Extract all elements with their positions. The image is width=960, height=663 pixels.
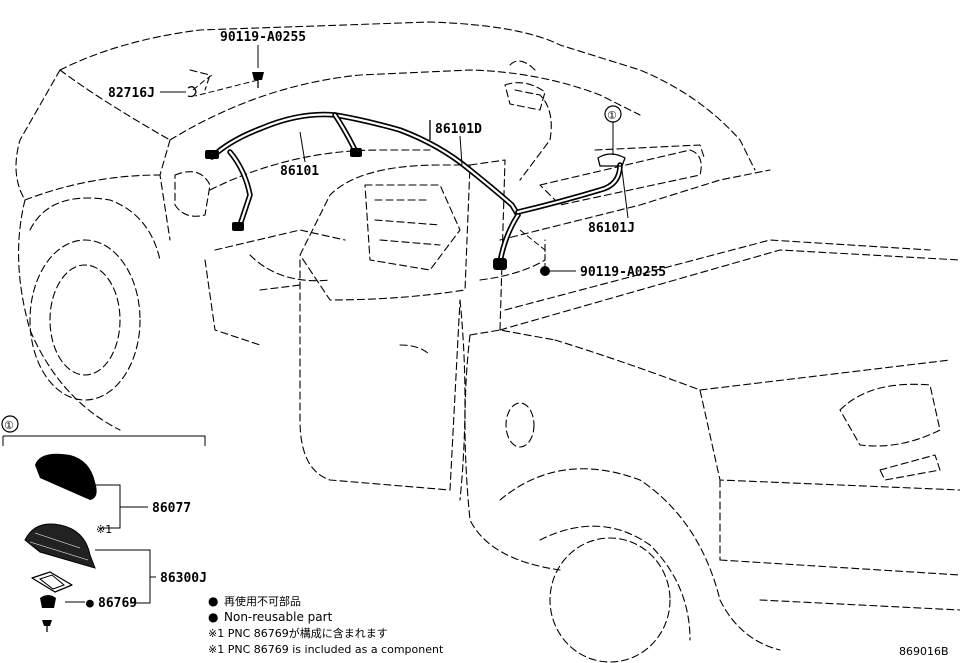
- label-cover-note: ※1: [96, 523, 112, 536]
- callout-marker: ①: [604, 105, 622, 123]
- label-cover: 86077: [152, 501, 191, 516]
- vehicle-outline: [15, 21, 960, 663]
- antenna-cover-icon: [35, 453, 97, 500]
- detail-inset: ① 86077 ※1 86300J ● 86769: [1, 415, 207, 632]
- diagram-code: 869016B: [899, 645, 949, 658]
- legend: ● 再使用不可部品 ● Non-reusable part ※1 PNC 867…: [208, 594, 444, 656]
- leader-lines: [160, 45, 629, 272]
- label-bolt-top: 90119-A0255: [220, 30, 306, 45]
- callout-marker-text: ①: [607, 109, 617, 122]
- label-harness-j: 86101J: [588, 221, 635, 236]
- label-clip: 82716J: [108, 86, 155, 101]
- screw-icon: [42, 620, 52, 626]
- legend-en-nonreusable: Non-reusable part: [224, 610, 333, 624]
- label-gasket: 86769: [98, 596, 137, 611]
- legend-jp-nonreusable: 再使用不可部品: [224, 594, 301, 608]
- nut-icon: [40, 595, 56, 608]
- legend-en-note: ※1 PNC 86769 is included as a component: [208, 643, 444, 656]
- label-bolt-right: 90119-A0255: [580, 265, 666, 280]
- label-gasket-mark: ●: [86, 596, 94, 611]
- label-antenna: 86300J: [160, 571, 207, 586]
- gasket-icon: [31, 571, 73, 593]
- antenna-wire-harness: [205, 111, 626, 270]
- bolt-right-icon: [540, 266, 550, 276]
- clip-icon: [187, 86, 197, 98]
- legend-jp-note: ※1 PNC 86769が構成に含まれます: [208, 626, 388, 640]
- antenna-base-icon: [24, 523, 96, 569]
- label-harness-d: 86101D: [435, 122, 482, 137]
- bolt-top-icon: [252, 72, 264, 88]
- detail-marker: ①: [4, 419, 14, 432]
- legend-bullet-1: ●: [208, 594, 218, 608]
- label-harness-main: 86101: [280, 164, 319, 179]
- legend-bullet-2: ●: [208, 610, 218, 624]
